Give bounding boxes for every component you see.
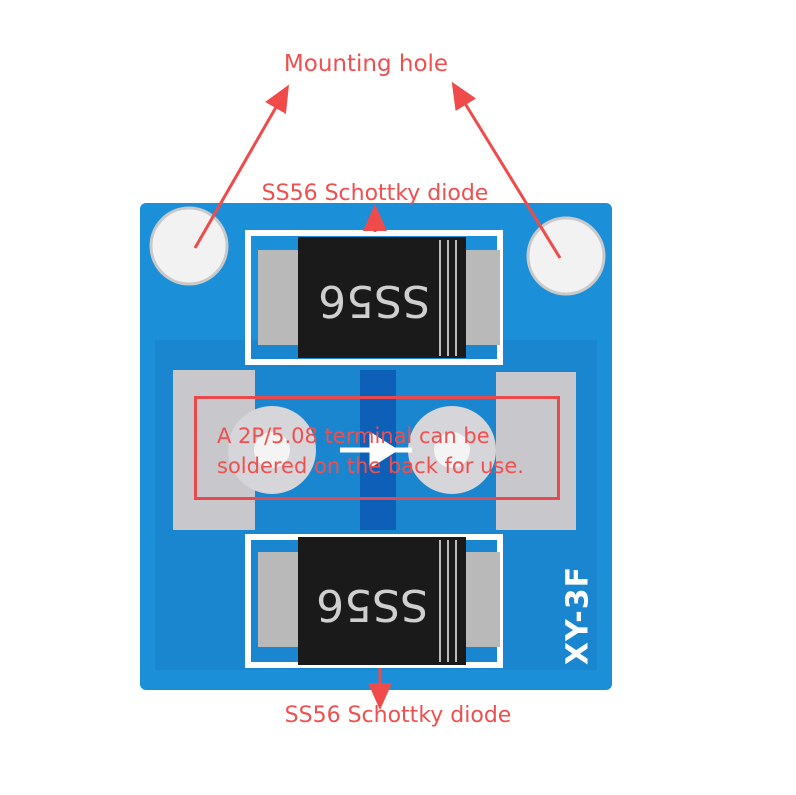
diode-marking-top: SS56: [318, 275, 430, 326]
mounting-hole-left: [149, 206, 229, 286]
diode-top: SS56: [245, 230, 503, 365]
arrow-mounting-right: [451, 81, 562, 259]
mounting-hole-right: [526, 216, 606, 296]
diode-marking-bottom: SS56: [316, 579, 428, 630]
terminal-note-line2: soldered on the back for use.: [217, 454, 524, 478]
arrow-mounting-left: [193, 84, 289, 249]
bottom-diode-label: SS56 Schottky diode: [284, 703, 512, 728]
silkscreen-label: XY-3F: [560, 565, 596, 666]
diode-bottom: SS56: [245, 534, 503, 668]
mounting-hole-label: Mounting hole: [283, 51, 449, 77]
top-diode-label: SS56 Schottky diode: [261, 181, 489, 206]
terminal-note-box: A 2P/5.08 terminal can be soldered on th…: [194, 396, 560, 500]
terminal-note-line1: A 2P/5.08 terminal can be: [217, 424, 490, 448]
